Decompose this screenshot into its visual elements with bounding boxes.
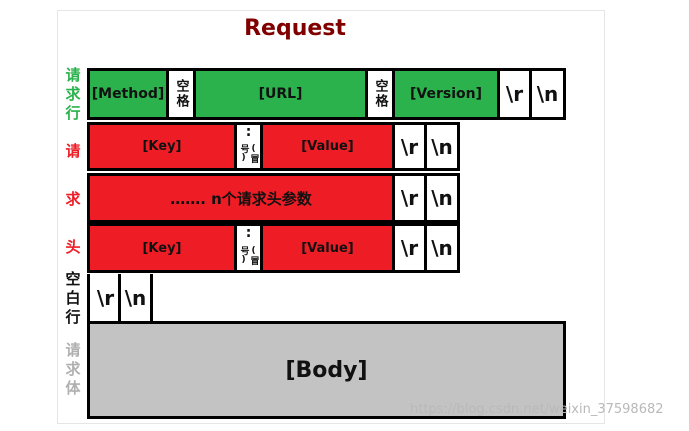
header-cr-cell: \r xyxy=(392,223,427,273)
side-label-char: 行 xyxy=(65,308,81,326)
side-label-char: 请 xyxy=(65,341,81,359)
watermark-text: https://blog.csdn.net/weixin_37598682 xyxy=(410,402,664,417)
side-label-char: 求 xyxy=(65,360,81,378)
blank-line-cr-cell: \r xyxy=(87,274,121,324)
diagram-frame xyxy=(57,10,605,424)
side-label-char: 请 xyxy=(65,66,81,84)
header-value-cell: [Value] xyxy=(260,223,395,273)
request-url-cell: [URL] xyxy=(193,68,368,120)
side-label-blank-line: 空 白 行 xyxy=(60,270,86,327)
header-key-cell: [Key] xyxy=(87,122,237,171)
header-cr-cell: \r xyxy=(392,173,427,223)
side-label-char: 体 xyxy=(65,379,81,397)
colon-note: (冒号) xyxy=(238,144,259,163)
colon-note: (冒号) xyxy=(238,245,259,265)
header-lf-cell: \n xyxy=(424,173,460,223)
request-space-cell-2: 空格 xyxy=(365,68,395,120)
side-label-char: 白 xyxy=(65,289,81,307)
header-key-cell: [Key] xyxy=(87,223,237,273)
header-colon-cell: : (冒号) xyxy=(234,122,263,171)
request-line-cr-cell: \r xyxy=(497,68,532,120)
header-cr-cell: \r xyxy=(392,122,427,171)
side-label-char: 空 xyxy=(65,270,81,288)
request-line-lf-cell: \n xyxy=(529,68,566,120)
blank-line-lf-cell: \n xyxy=(118,274,153,324)
body-cell: [Body] xyxy=(87,321,566,419)
colon-symbol: : xyxy=(245,124,252,140)
header-colon-cell: : (冒号) xyxy=(234,223,263,273)
header-lf-cell: \n xyxy=(424,223,460,273)
header-value-cell: [Value] xyxy=(260,122,395,171)
side-label-request-line: 请 求 行 xyxy=(60,66,86,123)
request-method-cell: [Method] xyxy=(87,68,169,120)
colon-symbol: : xyxy=(245,225,252,241)
request-space-cell-1: 空格 xyxy=(166,68,196,120)
header-lf-cell: \n xyxy=(424,122,460,171)
side-label-headers-1: 请 xyxy=(65,142,81,160)
side-label-headers-2: 求 xyxy=(65,190,81,208)
diagram-title: Request xyxy=(244,16,346,41)
side-label-char: 行 xyxy=(65,104,81,122)
side-label-body: 请 求 体 xyxy=(60,341,86,398)
side-label-char: 求 xyxy=(65,85,81,103)
side-label-headers-3: 头 xyxy=(65,238,81,256)
header-params-cell: ……. n个请求头参数 xyxy=(87,173,395,223)
request-version-cell: [Version] xyxy=(392,68,500,120)
